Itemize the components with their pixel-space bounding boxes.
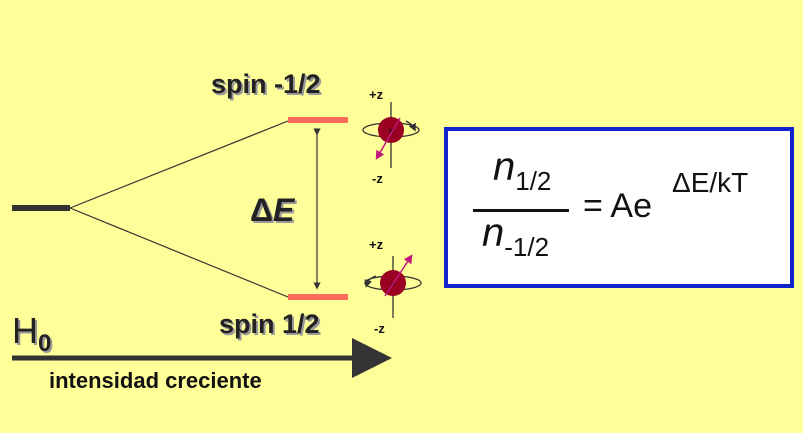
svg-text:×: × [388, 126, 394, 137]
upper-minus-z-label: -z [372, 171, 383, 186]
equation-numerator: n1/2 [493, 145, 551, 197]
lower-plus-z-label: +z [369, 237, 384, 252]
field-symbol: H0 [12, 310, 51, 358]
lower-state-label: spin 1/2 [219, 309, 320, 339]
field-strength-label: intensidad creciente [49, 368, 262, 393]
lower-minus-z-label: -z [374, 321, 385, 336]
numerator-subscript: 1/2 [515, 166, 552, 196]
equation-denominator: n-1/2 [482, 211, 549, 263]
lower-nucleus-icon: × [364, 254, 422, 318]
energy-variable: E [273, 192, 295, 228]
energy-gap-label: ΔE [250, 192, 294, 229]
upper-state-label: spin -1/2 [211, 69, 321, 99]
split-line-lower [69, 207, 289, 298]
upper-plus-z-label: +z [369, 87, 384, 102]
split-line-upper [69, 120, 289, 209]
delta-symbol: Δ [250, 192, 273, 228]
numerator-variable: n [493, 145, 516, 189]
denominator-variable: n [482, 211, 505, 255]
equation-exponent: ΔE/kT [672, 167, 749, 198]
boltzmann-equation-box: n1/2 n-1/2 = Ae ΔE/kT [444, 127, 794, 288]
field-letter: H [12, 310, 38, 351]
field-subscript: 0 [38, 330, 52, 357]
fraction-bar [473, 209, 569, 212]
equation-rhs: = Ae [583, 187, 653, 225]
denominator-subscript: -1/2 [504, 232, 550, 262]
upper-nucleus-icon: × [362, 102, 420, 168]
